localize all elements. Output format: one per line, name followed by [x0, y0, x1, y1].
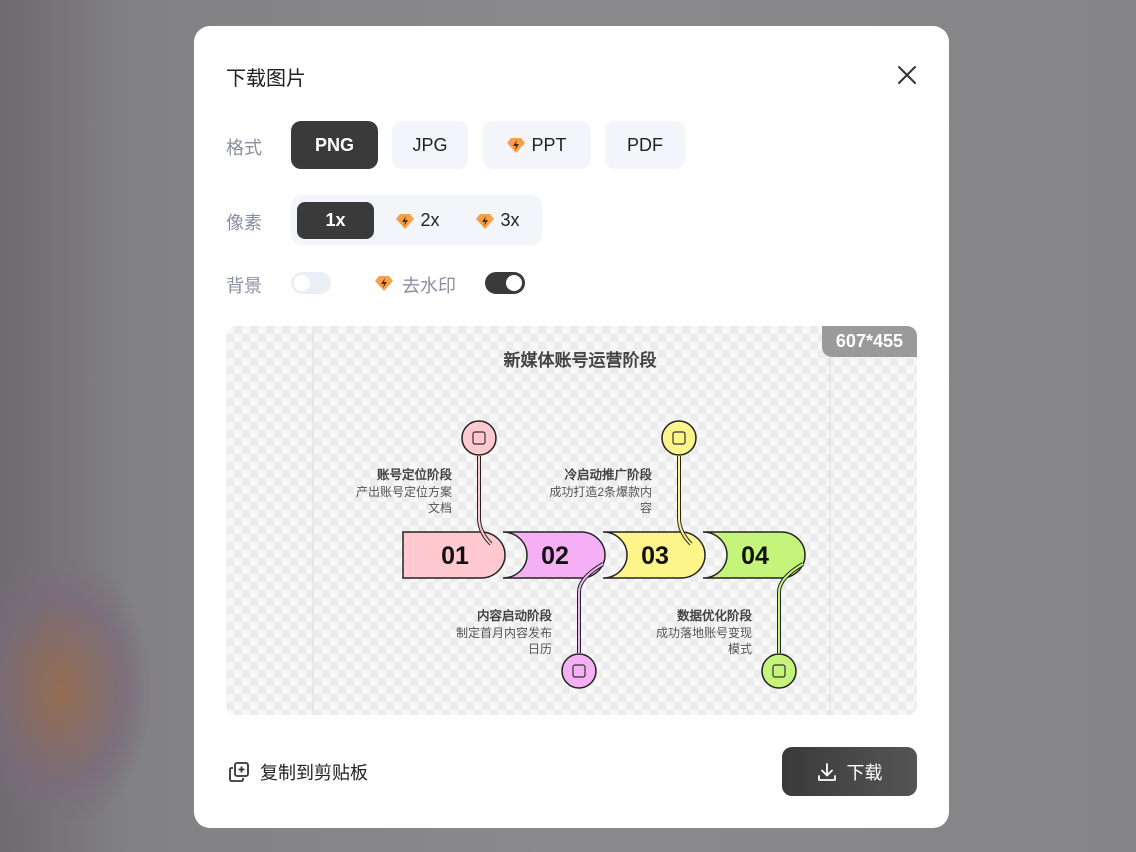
location-pin-icon [461, 420, 497, 456]
dialog-title: 下载图片 [226, 68, 306, 90]
pixel-1x-label: 1x [325, 210, 346, 230]
step-desc: 产出账号定位方案 [356, 484, 452, 499]
pixel-selector: 1x 2x 3x [291, 195, 542, 245]
close-icon[interactable] [894, 62, 920, 88]
format-label: 格式 [226, 138, 262, 158]
pixel-3x-button[interactable]: 3x [465, 202, 531, 239]
download-icon [817, 762, 836, 781]
format-ppt-label: PPT [531, 134, 567, 155]
pixel-2x-button[interactable]: 2x [385, 202, 451, 239]
premium-gem-icon [396, 213, 415, 229]
background-toggle[interactable] [291, 272, 331, 294]
step-segment [402, 531, 506, 579]
step-desc: 日历 [528, 642, 552, 656]
step-segment [702, 531, 806, 579]
background-label: 背景 [226, 276, 262, 296]
premium-gem-icon [507, 138, 526, 153]
step-number: 04 [741, 542, 769, 570]
pixel-2x-label: 2x [420, 210, 440, 230]
cloud-data-icon [761, 653, 797, 689]
document-edit-icon [561, 653, 597, 689]
copy-label: 复制到剪贴板 [260, 763, 368, 783]
step-segment [602, 531, 706, 579]
step-title: 账号定位阶段 [377, 467, 453, 482]
premium-gem-icon [476, 213, 495, 229]
step-desc: 容 [640, 500, 652, 515]
step-number: 02 [541, 542, 569, 570]
step-number: 03 [641, 542, 669, 570]
format-jpg-button[interactable]: JPG [392, 121, 468, 169]
pixel-3x-label: 3x [500, 210, 520, 230]
download-image-dialog: 下载图片 格式 PNG JPG PPT PDF 像素 1x 2x 3x 背景 去… [194, 26, 949, 828]
image-preview: 新媒体账号运营阶段 01 账号定位阶段产出账号定位方案文档 02 内容启动阶段制定首月… [226, 326, 917, 715]
megaphone-icon [661, 420, 697, 456]
watermark-toggle[interactable] [485, 272, 525, 294]
format-png-button[interactable]: PNG [291, 121, 378, 169]
copy-icon [229, 762, 249, 782]
format-pdf-label: PDF [627, 134, 663, 155]
pixel-label: 像素 [226, 213, 262, 233]
pixel-1x-button[interactable]: 1x [297, 202, 374, 239]
format-png-label: PNG [314, 134, 354, 155]
download-label: 下载 [846, 762, 883, 783]
step-desc: 文档 [428, 500, 452, 515]
download-button[interactable]: 下载 [782, 747, 917, 796]
step-number: 01 [441, 542, 469, 570]
premium-gem-icon [375, 276, 393, 291]
step-title: 数据优化阶段 [676, 608, 753, 623]
step-desc: 制定首月内容发布 [456, 625, 552, 640]
step-segment [502, 531, 606, 579]
step-desc: 模式 [728, 642, 752, 656]
copy-to-clipboard-button[interactable]: 复制到剪贴板 [228, 759, 368, 785]
step-desc: 成功打造2条爆款内 [549, 485, 652, 499]
format-ppt-button[interactable]: PPT [483, 121, 591, 169]
format-pdf-button[interactable]: PDF [605, 121, 685, 169]
infographic-title: 新媒体账号运营阶段 [504, 350, 657, 370]
size-badge: 607*455 [821, 326, 917, 357]
step-title: 冷启动推广阶段 [564, 467, 652, 482]
step-title: 内容启动阶段 [477, 608, 553, 623]
step-desc: 成功落地账号变现 [656, 625, 752, 640]
watermark-label: 去水印 [402, 276, 456, 296]
format-jpg-label: JPG [412, 134, 448, 155]
